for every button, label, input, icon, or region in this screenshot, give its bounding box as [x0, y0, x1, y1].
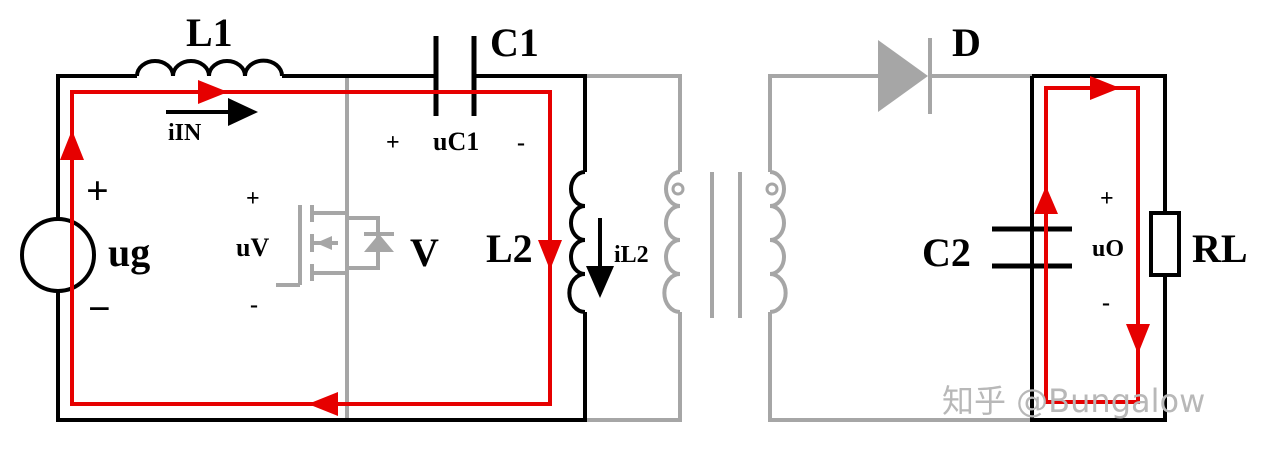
- mosfet-body-arrow: [316, 236, 332, 250]
- watermark: 知乎 @Bungalow: [942, 382, 1205, 420]
- label-uv: uV: [236, 233, 269, 262]
- label-v: V: [410, 230, 439, 275]
- inductor-l1: [135, 58, 284, 77]
- label-ug: ug: [108, 230, 150, 275]
- label-c1: C1: [490, 20, 539, 65]
- label-minus-ug: −: [88, 286, 111, 331]
- transformer-secondary-dot: [765, 182, 779, 196]
- inductor-l2: [567, 170, 586, 314]
- mosfet-body-diode: [364, 234, 394, 252]
- resistor-rl: [1149, 211, 1181, 277]
- label-plus-ug: +: [86, 168, 109, 213]
- current-arrow-up-left: [60, 130, 84, 160]
- voltage-source-ug: [20, 217, 96, 293]
- il2-arrow-head: [586, 266, 614, 298]
- label-iin: iIN: [168, 120, 202, 146]
- label-minus-uv: -: [250, 292, 258, 318]
- current-arrow-right-top: [198, 80, 228, 104]
- diode-d: [878, 40, 928, 112]
- current-arrow-up-c2: [1034, 186, 1058, 214]
- label-minus-c1: -: [517, 130, 525, 156]
- current-arrows: [60, 76, 1150, 416]
- label-c2: C2: [922, 230, 971, 275]
- label-il2: iL2: [614, 242, 649, 268]
- inactive-wiring: [345, 74, 1032, 422]
- transformer-secondary: [769, 170, 788, 314]
- label-plus-c1: +: [386, 130, 400, 156]
- label-l2: L2: [486, 226, 533, 271]
- transformer-core: [710, 172, 742, 318]
- capacitor-c2: [992, 226, 1072, 269]
- transformer-primary: [662, 170, 681, 314]
- iin-arrow-head: [228, 98, 258, 126]
- capacitor-c1: [433, 36, 477, 116]
- label-uo: uO: [1092, 236, 1124, 262]
- current-arrow-down-l2: [538, 240, 562, 270]
- label-rl: RL: [1192, 226, 1248, 271]
- label-l1: L1: [186, 10, 233, 55]
- current-arrow-right-out: [1090, 76, 1120, 100]
- current-arrow-down-rl: [1126, 324, 1150, 354]
- label-uc1: uC1: [433, 127, 479, 156]
- active-wiring: [56, 74, 1167, 422]
- label-minus-uo: -: [1102, 290, 1110, 316]
- transformer-primary-dot: [671, 182, 685, 196]
- label-d: D: [952, 20, 981, 65]
- label-plus-uv: +: [246, 186, 260, 212]
- label-plus-uo: +: [1100, 186, 1114, 212]
- current-arrow-left-bottom: [308, 392, 338, 416]
